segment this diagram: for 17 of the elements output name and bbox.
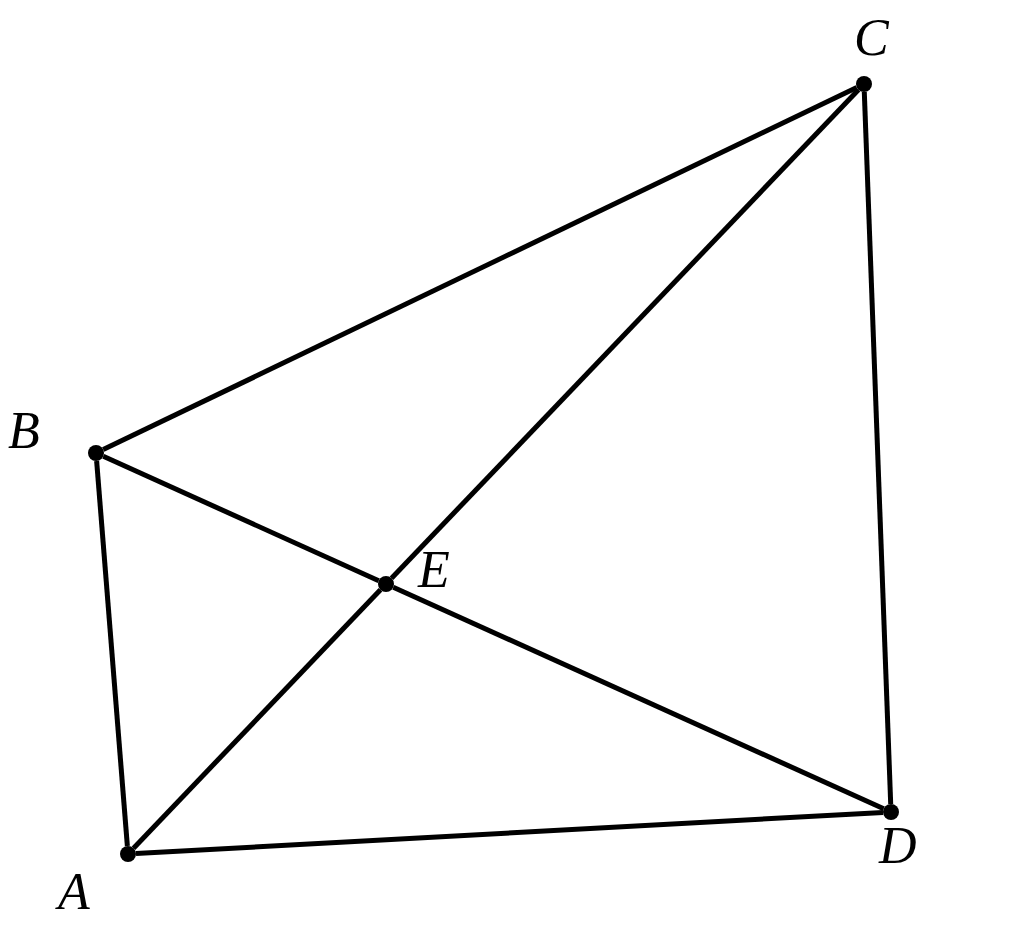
line-segment	[94, 460, 130, 847]
point-label: D	[879, 820, 917, 872]
point-dot	[88, 445, 104, 461]
line-segment	[102, 85, 858, 452]
point-label: C	[854, 12, 889, 64]
point-label: E	[418, 544, 450, 596]
point-dot	[883, 804, 899, 820]
point-dot	[378, 576, 394, 592]
point-dot	[856, 76, 872, 92]
line-segment	[131, 588, 383, 850]
line-segment	[135, 809, 884, 857]
line-segment	[392, 585, 885, 811]
line-segment	[861, 91, 894, 805]
line-segment	[102, 454, 380, 583]
point-label: B	[8, 405, 40, 457]
line-segment	[389, 88, 861, 580]
point-dot	[120, 846, 136, 862]
